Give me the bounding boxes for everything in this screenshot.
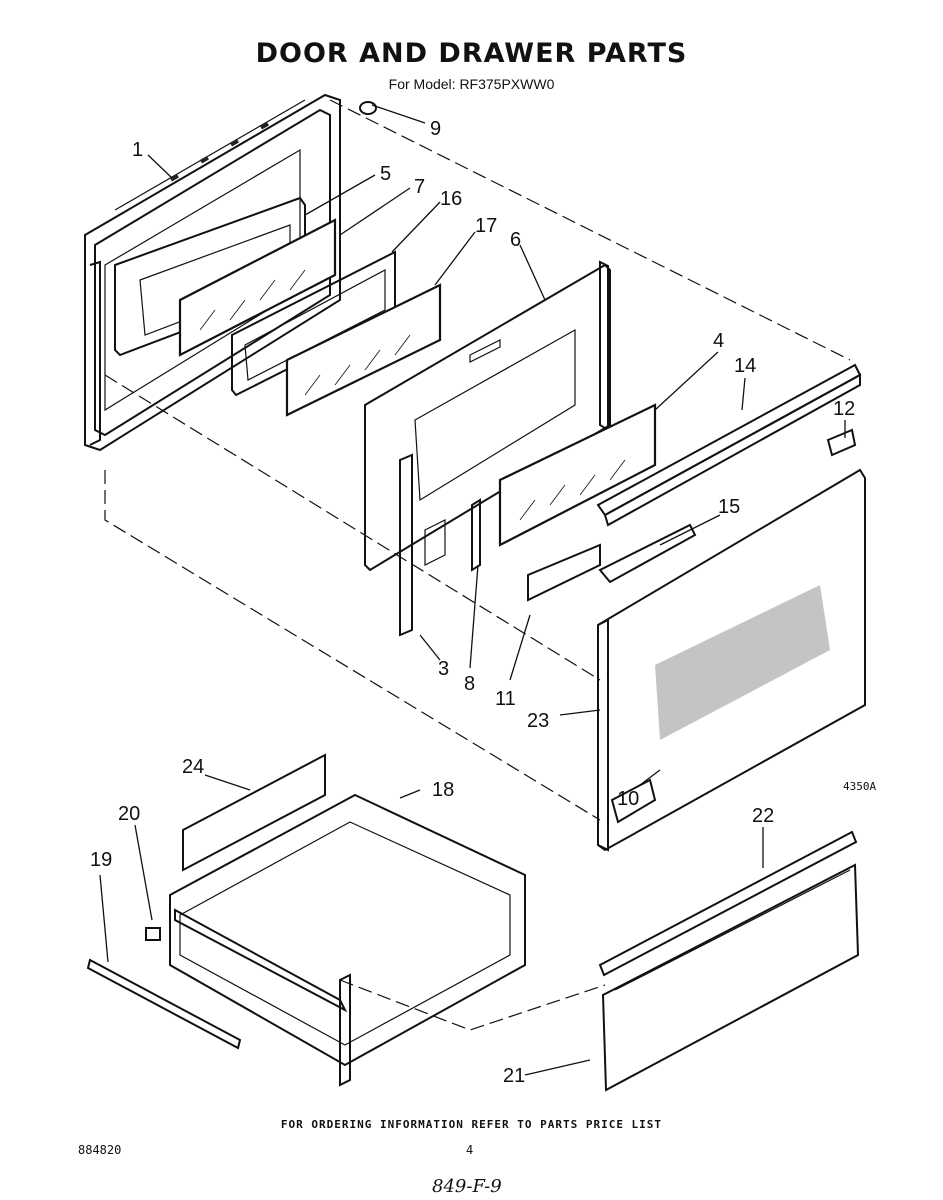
document-number: 884820 (78, 1143, 122, 1157)
assembly-dash-lines (104, 99, 851, 1031)
part-23-door-panel (597, 468, 866, 852)
part-17-glass (285, 283, 442, 417)
part-20-roller (145, 927, 161, 941)
callout-6: 6 (510, 229, 521, 251)
part-24-panel (182, 753, 326, 872)
part-11-insulation (527, 543, 601, 602)
callout-4: 4 (713, 330, 724, 352)
callout-20: 20 (118, 803, 140, 825)
part-1-outer-door (84, 93, 341, 452)
callout-leaders (99, 104, 846, 1076)
callout-19: 19 (90, 849, 112, 871)
callout-8: 8 (464, 673, 475, 695)
callout-17: 17 (475, 215, 497, 237)
callout-15: 15 (718, 496, 740, 518)
part-21-drawer-front (601, 863, 860, 1092)
part-12-clip (826, 428, 857, 457)
part-18-drawer (169, 793, 526, 1087)
handwritten-note: 849-F-9 (432, 1176, 502, 1197)
part-9-bumper (359, 101, 377, 115)
part-8-latch (471, 498, 481, 572)
callout-12: 12 (833, 398, 855, 420)
callout-14: 14 (734, 355, 756, 377)
callout-10: 10 (617, 788, 639, 810)
callout-1: 1 (132, 139, 143, 161)
callout-22: 22 (752, 805, 774, 827)
part-14-top-trim (596, 363, 862, 527)
callout-23: 23 (527, 710, 549, 732)
callout-9: 9 (430, 118, 441, 140)
part-4-glass (498, 403, 657, 547)
callout-7: 7 (414, 176, 425, 198)
callout-5: 5 (380, 163, 391, 185)
callout-11: 11 (495, 688, 516, 710)
part-3-hinge-strip (399, 453, 413, 637)
part-15-handle (598, 523, 697, 584)
ordering-note: FOR ORDERING INFORMATION REFER TO PARTS … (280, 1118, 663, 1131)
callout-16: 16 (440, 188, 462, 210)
figure-code: 4350A (843, 780, 877, 793)
callout-21: 21 (503, 1065, 525, 1087)
callout-3: 3 (438, 658, 449, 680)
part-19-rail (86, 958, 242, 1050)
callout-24: 24 (182, 756, 204, 778)
page-number: 4 (466, 1143, 474, 1157)
part-22-drawer-trim (598, 830, 858, 977)
model-subtitle: For Model: RF375PXWW0 (388, 76, 555, 92)
callout-labels: 1 9 5 7 16 17 6 4 14 12 15 3 8 11 23 10 … (90, 118, 855, 1087)
part-7-glass (178, 218, 337, 357)
callout-18: 18 (432, 779, 454, 801)
page-title: DOOR AND DRAWER PARTS (255, 38, 688, 69)
